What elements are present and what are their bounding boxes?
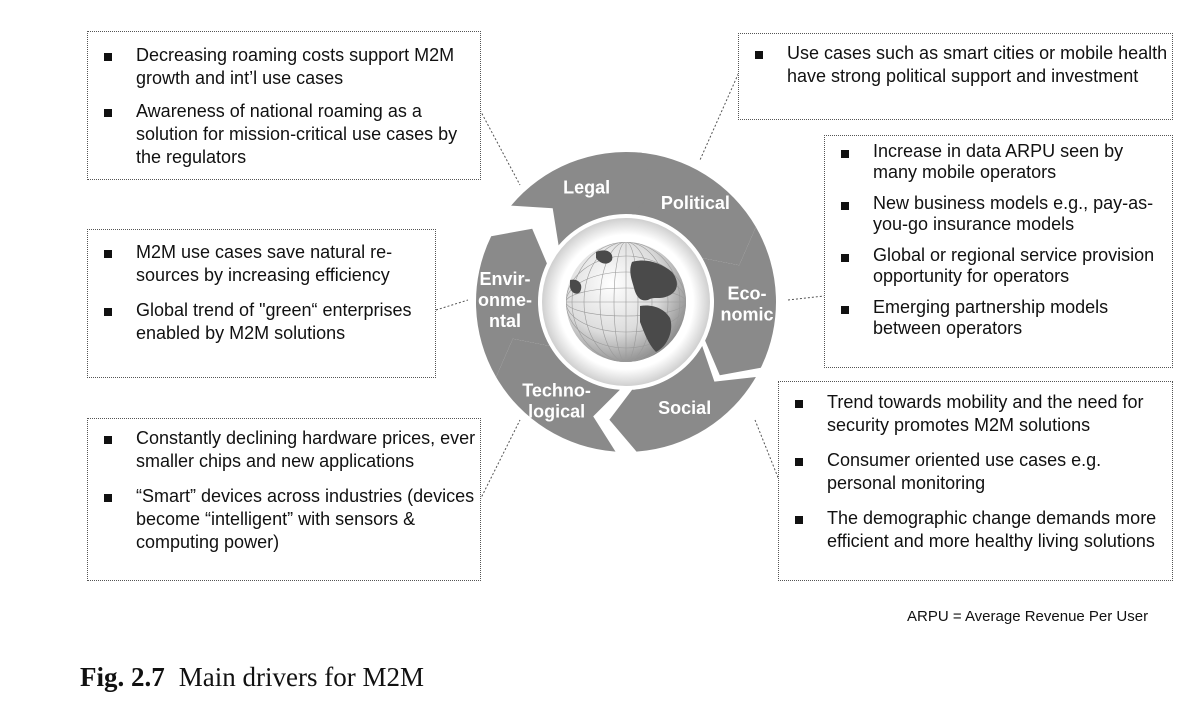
figure-caption: Fig. 2.7 Main drivers for M2M (80, 662, 424, 693)
footnote: ARPU = Average Revenue Per User (907, 608, 1149, 625)
list-item: Awareness of national roaming as a solut… (88, 100, 480, 169)
segment-economic (702, 227, 776, 376)
segment-social (609, 346, 756, 452)
segment-label-legal: Legal (563, 178, 610, 198)
connector-technological (479, 419, 521, 501)
segment-label-political: Political (661, 193, 730, 213)
list-item: Consumer oriented use cases e.g. persona… (779, 449, 1172, 495)
segment-legal (511, 151, 663, 246)
list-item: Global or regional service provision opp… (825, 245, 1172, 287)
segment-label-environmental: Envir-onme-ntal (478, 269, 532, 331)
technological-drivers-box: Constantly declining hardware prices, ev… (87, 418, 481, 581)
segment-label-social: Social (658, 398, 711, 418)
list-item: M2M use cases save natural re-sources by… (88, 241, 435, 287)
figure-number: Fig. 2.7 (80, 662, 165, 692)
political-drivers-box: Use cases such as smart cities or mobile… (738, 33, 1173, 120)
list-item: Decreasing roaming costs support M2M gro… (88, 44, 480, 90)
globe-icon (566, 242, 686, 362)
list-item: The demographic change demands more effi… (779, 507, 1172, 553)
segment-label-technological: Techno-logical (522, 381, 591, 422)
list-item: Constantly declining hardware prices, ev… (88, 427, 480, 473)
list-item: Increase in data ARPU seen by many mobil… (825, 141, 1172, 183)
economic-drivers-box: Increase in data ARPU seen by many mobil… (824, 135, 1173, 368)
legal-drivers-box: Decreasing roaming costs support M2M gro… (87, 31, 481, 180)
list-item: “Smart” devices across industries (devic… (88, 485, 480, 554)
connector-social (754, 419, 780, 481)
segment-technological (496, 338, 620, 452)
list-item: New business models e.g., pay-as-you-go … (825, 193, 1172, 235)
connector-political (699, 69, 741, 161)
list-item: Global trend of "green“ enterprises enab… (88, 299, 435, 345)
social-drivers-box: Trend towards mobility and the need for … (778, 381, 1173, 581)
figure-title: Main drivers for M2M (178, 662, 424, 692)
environmental-drivers-box: M2M use cases save natural re-sources by… (87, 229, 436, 378)
segment-label-economic: Eco-nomic (720, 284, 773, 325)
connector-environmental (435, 299, 469, 311)
list-item: Emerging partnership models between oper… (825, 297, 1172, 339)
connector-economic (787, 295, 825, 301)
list-item: Trend towards mobility and the need for … (779, 391, 1172, 437)
list-item: Use cases such as smart cities or mobile… (739, 42, 1172, 88)
segment-political (632, 152, 756, 266)
segment-environmental (476, 228, 550, 377)
connector-legal (479, 109, 521, 186)
